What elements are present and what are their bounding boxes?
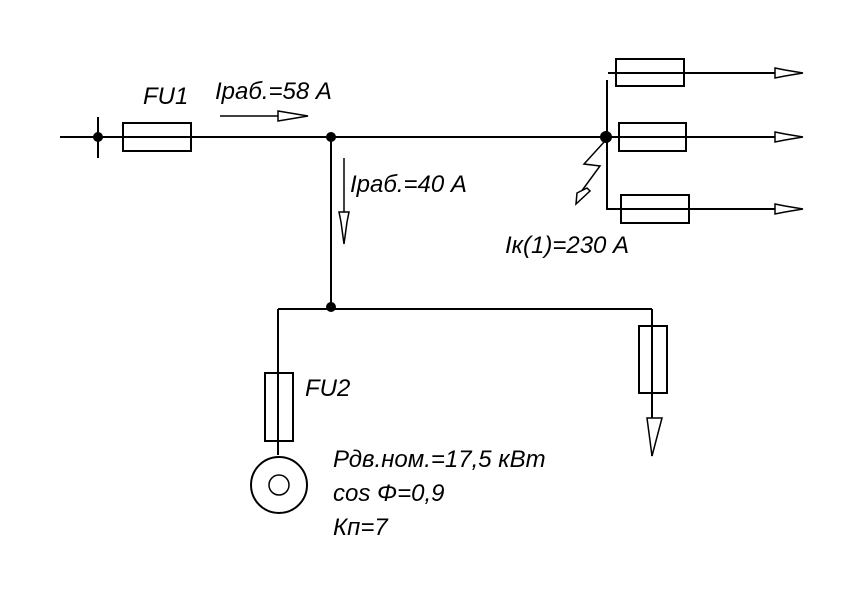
fuse-out-2 [618,122,687,152]
short-circuit-icon [575,140,606,206]
current-arrow-branch [338,158,350,245]
outgoing-arrow-3 [774,203,804,215]
fuse-load [638,325,668,394]
label-i-fault: Iк(1)=230 А [505,232,629,259]
fuse-out-1 [615,58,685,87]
load-arrow [646,417,663,457]
junction-node-3 [326,302,336,312]
label-fu2: FU2 [305,375,350,402]
label-i-branch: Iраб.=40 А [350,171,467,198]
outgoing-arrow-1 [774,67,804,79]
current-arrow-main [220,110,309,122]
label-i-main: Iраб.=58 А [215,78,332,105]
fuse-fu1 [122,122,192,152]
label-motor-cos: cos Φ=0,9 [333,480,444,507]
outgoing-arrow-2 [774,131,804,143]
fuse-out-3 [620,194,690,224]
label-motor-power: Рдв.ном.=17,5 кВт [333,446,546,473]
label-motor-kp: Кп=7 [333,514,389,541]
motor-icon [250,456,308,514]
input-node [93,132,103,142]
fuse-fu2 [264,372,294,442]
label-fu1: FU1 [143,83,188,110]
